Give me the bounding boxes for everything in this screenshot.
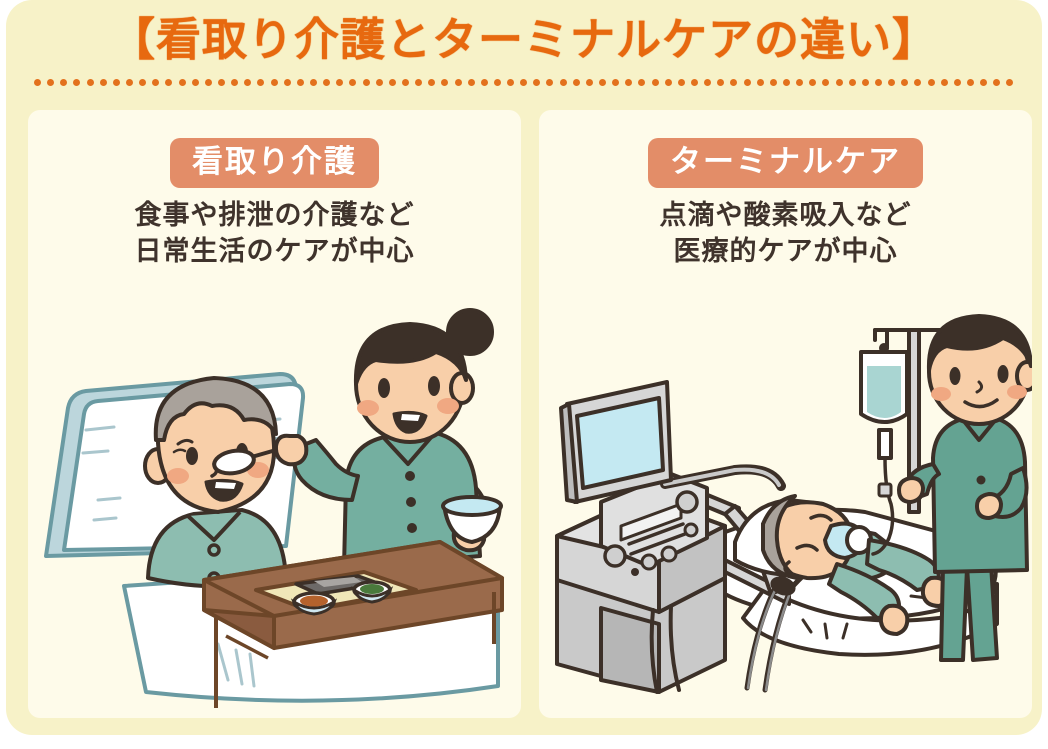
divider-dot [73, 78, 81, 86]
divider-dot [953, 78, 961, 86]
divider-dot [296, 78, 304, 86]
divider-dot [480, 78, 488, 86]
divider-dot [388, 78, 396, 86]
divider-dot [625, 78, 633, 86]
divider-dot [756, 78, 764, 86]
divider-dot [244, 78, 252, 86]
divider-dot [493, 78, 501, 86]
divider-dot [585, 78, 593, 86]
badge-row-left: 看取り介護 [28, 138, 521, 188]
divider-dot [309, 78, 317, 86]
divider-dot [599, 78, 607, 86]
comparison-panels: 看取り介護 食事や排泄の介護など 日常生活のケアが中心 [28, 110, 1032, 718]
divider-dot [507, 78, 515, 86]
divider-dot [1006, 78, 1014, 86]
divider-dot [664, 78, 672, 86]
divider-dot [125, 78, 133, 86]
divider-dot [730, 78, 738, 86]
divider-dot [362, 78, 370, 86]
divider-dot [783, 78, 791, 86]
divider-dot [467, 78, 475, 86]
badge-mitori-kaigo: 看取り介護 [170, 138, 379, 188]
divider-dot [559, 78, 567, 86]
divider-dot [454, 78, 462, 86]
divider-dot [415, 78, 423, 86]
divider-dot [809, 78, 817, 86]
description-left: 食事や排泄の介護など 日常生活のケアが中心 [28, 198, 521, 270]
divider-dot [401, 78, 409, 86]
illustration-terminal-care [539, 288, 1032, 718]
divider-dot [375, 78, 383, 86]
divider-dot [743, 78, 751, 86]
divider-dot [349, 78, 357, 86]
dotted-divider [34, 78, 1014, 86]
description-right-line1: 点滴や酸素吸入など [659, 200, 912, 230]
description-right: 点滴や酸素吸入など 医療的ケアが中心 [539, 198, 1032, 270]
divider-dot [848, 78, 856, 86]
divider-dot [927, 78, 935, 86]
divider-dot [691, 78, 699, 86]
divider-dot [336, 78, 344, 86]
divider-dot [520, 78, 528, 86]
description-left-line2: 日常生活のケアが中心 [134, 235, 415, 266]
divider-dot [191, 78, 199, 86]
divider-dot [99, 78, 107, 86]
divider-dot [165, 78, 173, 86]
divider-dot [704, 78, 712, 86]
divider-dot [231, 78, 239, 86]
divider-dot [966, 78, 974, 86]
divider-dot [86, 78, 94, 86]
divider-dot [546, 78, 554, 86]
divider-dot [638, 78, 646, 86]
divider-dot [178, 78, 186, 86]
badge-terminal-care: ターミナルケア [648, 138, 923, 188]
divider-dot [796, 78, 804, 86]
divider-dot [993, 78, 1001, 86]
divider-dot [139, 78, 147, 86]
divider-dot [572, 78, 580, 86]
divider-dot [822, 78, 830, 86]
divider-dot [914, 78, 922, 86]
page-title: 【看取り介護とターミナルケアの違い】 [109, 13, 938, 65]
divider-dot [888, 78, 896, 86]
divider-dot [677, 78, 685, 86]
divider-dot [323, 78, 331, 86]
description-right-line2: 医療的ケアが中心 [673, 235, 898, 266]
infographic-card: 【看取り介護とターミナルケアの違い】 看取り介護 食事や排泄の介護など 日常生活… [6, 0, 1042, 735]
divider-dot [270, 78, 278, 86]
divider-dot [152, 78, 160, 86]
panel-terminal-care: ターミナルケア 点滴や酸素吸入など 医療的ケアが中心 [539, 110, 1032, 718]
divider-dot [112, 78, 120, 86]
title-bar: 【看取り介護とターミナルケアの違い】 [6, 8, 1042, 70]
divider-dot [861, 78, 869, 86]
divider-dot [612, 78, 620, 86]
divider-dot [428, 78, 436, 86]
divider-dot [769, 78, 777, 86]
divider-dot [901, 78, 909, 86]
badge-row-right: ターミナルケア [539, 138, 1032, 188]
illustration-caregiver-feeding [28, 288, 521, 718]
divider-dot [204, 78, 212, 86]
divider-dot [835, 78, 843, 86]
divider-dot [717, 78, 725, 86]
divider-dot [47, 78, 55, 86]
description-left-line1: 食事や排泄の介護など [134, 200, 415, 230]
divider-dot [283, 78, 291, 86]
divider-dot [980, 78, 988, 86]
divider-dot [533, 78, 541, 86]
divider-dot [875, 78, 882, 86]
divider-dot [940, 78, 948, 86]
divider-dot [441, 78, 449, 86]
divider-dot [257, 78, 265, 86]
panel-mitori-kaigo: 看取り介護 食事や排泄の介護など 日常生活のケアが中心 [28, 110, 521, 718]
divider-dot [217, 78, 225, 86]
divider-dot [651, 78, 659, 86]
divider-dot [34, 78, 41, 86]
divider-dot [60, 78, 68, 86]
